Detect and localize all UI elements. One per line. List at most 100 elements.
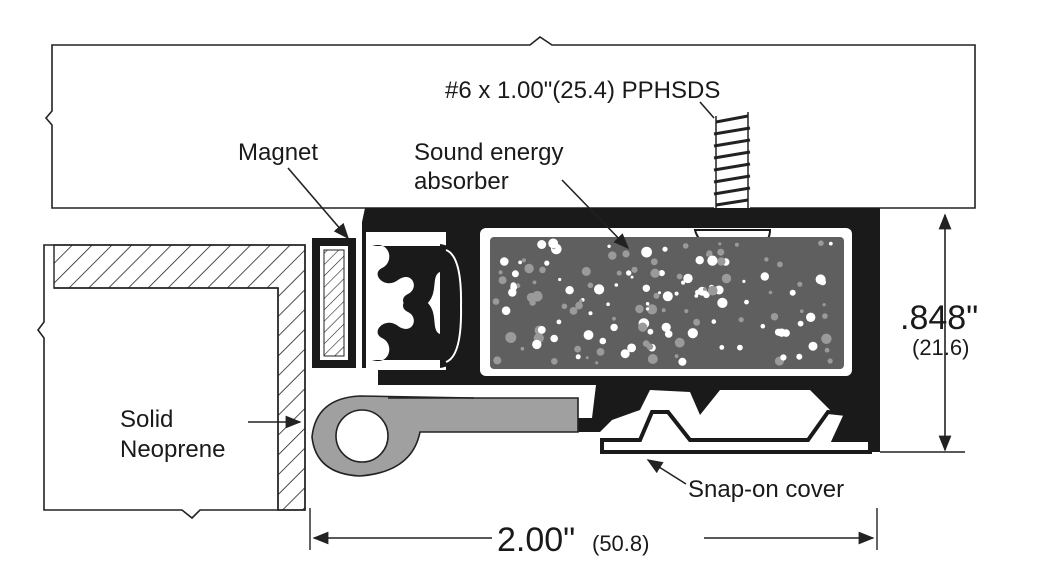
foam-pore bbox=[518, 260, 522, 265]
foam-pore bbox=[646, 343, 654, 351]
foam-pore bbox=[627, 343, 636, 353]
foam-pore bbox=[558, 277, 562, 282]
foam-pore bbox=[695, 256, 704, 265]
foam-pore bbox=[789, 289, 796, 296]
foam-pore bbox=[718, 242, 722, 246]
foam-pore bbox=[662, 291, 673, 302]
foam-pore bbox=[719, 345, 725, 350]
foam-pore bbox=[521, 258, 527, 263]
foam-pore bbox=[737, 344, 743, 351]
foam-pore bbox=[800, 309, 804, 314]
foam-pore bbox=[614, 283, 619, 287]
foam-pore bbox=[717, 297, 728, 308]
foam-pore bbox=[588, 311, 593, 316]
foam-pore bbox=[501, 306, 511, 316]
foam-pore bbox=[532, 339, 542, 350]
foam-pore bbox=[703, 291, 710, 299]
foam-pore bbox=[674, 337, 685, 348]
foam-pore bbox=[587, 282, 594, 289]
foam-pore bbox=[585, 356, 589, 360]
foam-pore bbox=[569, 307, 578, 315]
foam-pore bbox=[717, 248, 725, 256]
foam-pore bbox=[681, 280, 686, 285]
foam-pore bbox=[616, 270, 622, 276]
header-stop bbox=[44, 36, 976, 209]
foam-pore bbox=[524, 263, 534, 274]
foam-pore bbox=[702, 287, 707, 291]
foam-pore bbox=[583, 330, 594, 340]
foam-pore bbox=[500, 257, 509, 266]
neoprene-label-line1: Solid bbox=[120, 406, 173, 433]
foam-pore bbox=[768, 290, 773, 295]
foam-pore bbox=[526, 292, 536, 302]
foam-pore bbox=[645, 307, 650, 311]
foam-pore bbox=[693, 318, 701, 326]
foam-pore bbox=[638, 322, 648, 332]
foam-pore bbox=[658, 270, 665, 277]
foam-pore bbox=[537, 326, 546, 334]
foam-pore bbox=[599, 337, 607, 345]
magnet-label: Magnet bbox=[238, 139, 318, 166]
sound-absorber-foam bbox=[490, 237, 844, 369]
foam-pore bbox=[734, 242, 739, 247]
foam-pore bbox=[594, 284, 605, 295]
cover-label: Snap-on cover bbox=[688, 476, 844, 503]
foam-pore bbox=[664, 330, 673, 338]
foam-pore bbox=[641, 246, 652, 258]
foam-pore bbox=[678, 357, 687, 366]
foam-pore bbox=[642, 284, 650, 292]
width-dimension-inches: 2.00" bbox=[497, 521, 575, 559]
cover-leader bbox=[646, 459, 687, 485]
foam-pore bbox=[612, 316, 616, 321]
foam-pore bbox=[630, 275, 634, 279]
foam-pore bbox=[770, 313, 779, 321]
foam-pore bbox=[674, 354, 679, 359]
foam-pore bbox=[707, 285, 718, 296]
foam-pore bbox=[796, 353, 803, 360]
foam-pore bbox=[608, 251, 617, 260]
screw bbox=[713, 112, 751, 210]
absorber-leader bbox=[561, 179, 630, 250]
foam-pore bbox=[635, 304, 644, 314]
foam-pore bbox=[661, 322, 671, 332]
foam-pore bbox=[505, 332, 517, 343]
foam-pore bbox=[828, 241, 833, 246]
foam-pore bbox=[777, 261, 783, 268]
foam-pore bbox=[717, 257, 726, 266]
foam-pore bbox=[550, 334, 558, 343]
foam-pore bbox=[574, 345, 581, 353]
foam-pore bbox=[808, 341, 818, 351]
foam-pore bbox=[579, 299, 583, 303]
foam-pore bbox=[683, 273, 693, 284]
foam-pore bbox=[684, 309, 689, 314]
foam-pore bbox=[607, 244, 611, 248]
foam-pore bbox=[694, 294, 699, 298]
foam-pore bbox=[646, 304, 658, 315]
foam-pore bbox=[647, 328, 654, 335]
foam-pore bbox=[738, 317, 744, 323]
foam-pore bbox=[764, 257, 769, 262]
foam-pore bbox=[556, 319, 562, 325]
foam-pore bbox=[742, 279, 746, 283]
foam-pore bbox=[493, 356, 502, 365]
magnet-leader bbox=[287, 167, 350, 240]
foam-pore bbox=[674, 291, 679, 296]
absorber-label-line1: Sound energy bbox=[414, 139, 563, 166]
foam-pore bbox=[520, 346, 525, 351]
foam-pore bbox=[818, 240, 824, 246]
foam-pore bbox=[797, 281, 803, 287]
foam-pore bbox=[539, 266, 546, 274]
foam-pore bbox=[631, 266, 638, 273]
screw-leader bbox=[699, 101, 715, 119]
foam-pore bbox=[581, 266, 591, 276]
absorber-label-line2: absorber bbox=[414, 168, 509, 195]
foam-pore bbox=[760, 272, 769, 281]
foam-pore bbox=[498, 276, 507, 285]
foam-pore bbox=[744, 299, 749, 305]
solid-neoprene-seal bbox=[311, 395, 579, 477]
foam-pore bbox=[653, 292, 660, 299]
foam-pore bbox=[806, 312, 816, 322]
foam-pore bbox=[760, 323, 766, 329]
foam-pore bbox=[622, 250, 630, 258]
